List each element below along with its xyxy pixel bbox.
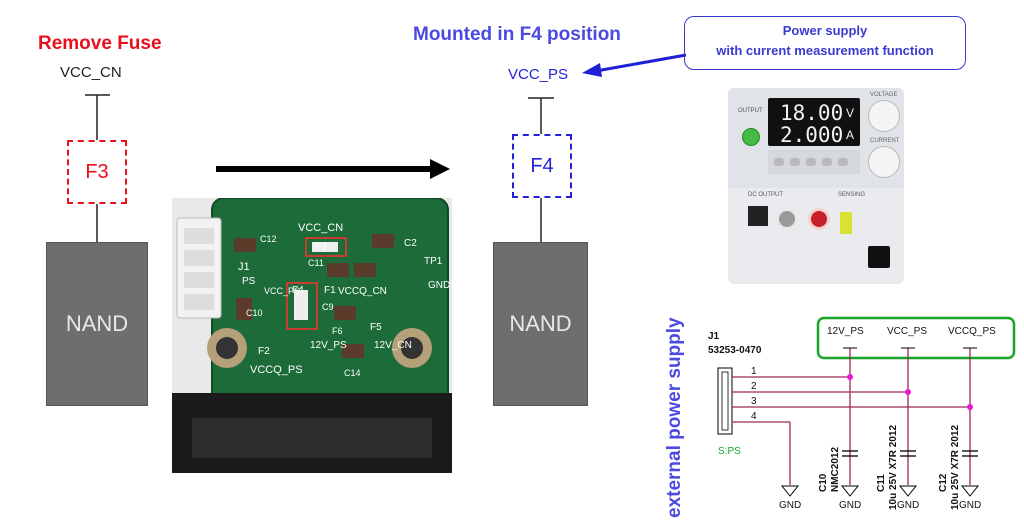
connector-ref: J1 (708, 331, 720, 342)
pin-3-label: 3 (751, 396, 757, 407)
ps-key-2[interactable] (790, 158, 800, 166)
ps-voltage-knob-label: VOLTAGE (870, 92, 898, 98)
pcb-label-12v-cn: 12V_CN (374, 340, 412, 351)
pcb-label-f6: F6 (332, 326, 343, 336)
f3-fuse: F3 (67, 140, 127, 204)
remove-fuse-title: Remove Fuse (38, 33, 162, 54)
mounted-f4-title: Mounted in F4 position (413, 24, 621, 45)
gnd-label-4: GND (959, 500, 982, 511)
callout-line-2: with current measurement function (716, 43, 934, 58)
ps-current-knob[interactable] (868, 146, 900, 178)
pcb-drawing (172, 197, 452, 473)
pcb-label-j1: J1 (238, 261, 250, 273)
pcb-label-f5: F5 (370, 322, 382, 333)
ps-terminal-minus[interactable] (748, 206, 768, 226)
pcb-label-c11: C11 (308, 258, 324, 268)
ps-button-row (768, 150, 860, 174)
external-power-supply-label: external power supply (664, 317, 685, 518)
ps-sense-connector[interactable] (840, 212, 852, 234)
pcb-label-c14: C14 (344, 368, 361, 378)
cap-c10-value: NMC2012 (830, 446, 841, 492)
pcb-label-vccq-cn: VCCQ_CN (338, 286, 387, 297)
pcb-label-ps: PS (242, 276, 256, 287)
pcb-label-c9: C9 (322, 302, 334, 312)
ps-output-button[interactable] (742, 128, 760, 146)
ps-key-4[interactable] (822, 158, 832, 166)
gnd-label-2: GND (839, 500, 862, 511)
ps-dc-output-label: DC OUTPUT (748, 192, 783, 198)
pcb-label-tp1: TP1 (424, 256, 443, 267)
cap-c11-value: 10u 25V X7R 2012 (888, 424, 899, 510)
gnd-label-1: GND (779, 500, 802, 511)
cap-c11-ref: C11 (876, 474, 887, 492)
ps-key-3[interactable] (806, 158, 816, 166)
power-supply-photo: OUTPUT 18.00 V 2.000 A VOLTAGE CURRENT D… (728, 88, 904, 284)
left-nand-chip: NAND (46, 242, 148, 406)
ps-output-label: OUTPUT (738, 108, 763, 114)
net-vccq-ps: VCCQ_PS (948, 326, 996, 337)
pcb-label-gnd: GND (428, 280, 451, 291)
cap-c12-ref: C12 (938, 473, 949, 492)
ps-voltage-unit: V (846, 106, 855, 120)
ps-terminal-plus[interactable] (808, 208, 830, 230)
pcb-label-f4: F4 (292, 285, 304, 296)
ps-key-5[interactable] (838, 158, 848, 166)
pcb-label-f1: F1 (324, 285, 336, 296)
ps-voltage-readout: 18.00 (780, 101, 844, 125)
pcb-label-c10: C10 (246, 308, 263, 318)
ps-display: 18.00 V 2.000 A (768, 98, 860, 147)
pcb-label-c12: C12 (260, 234, 277, 244)
schematic-drawing (717, 316, 1016, 497)
pcb-label-vcc-cn: VCC_CN (298, 222, 344, 234)
ps-terminal-gnd[interactable] (776, 208, 798, 230)
connector-part: 53253-0470 (708, 345, 762, 356)
pcb-label-c2: C2 (404, 238, 417, 249)
pin-1-label: 1 (751, 366, 757, 377)
ps-current-unit: A (846, 128, 855, 142)
callout-line-1: Power supply (782, 23, 868, 38)
ps-key-1[interactable] (774, 158, 784, 166)
pcb-label-12v-ps: 12V_PS (310, 340, 347, 351)
cap-c12-value: 10u 25V X7R 2012 (950, 424, 961, 510)
ps-voltage-knob[interactable] (868, 100, 900, 132)
power-supply-callout: Power supply with current measurement fu… (684, 16, 966, 70)
vcc-cn-net-label: VCC_CN (60, 64, 122, 81)
pcb-label-f2: F2 (258, 346, 270, 357)
ps-sensing-label: SENSING (838, 192, 866, 198)
pcb-label-vccq-ps: VCCQ_PS (250, 364, 303, 376)
ps-current-readout: 2.000 (780, 123, 844, 147)
connector-sub: S:PS (718, 446, 741, 457)
cap-c10-ref: C10 (818, 473, 829, 492)
gnd-label-3: GND (897, 500, 920, 511)
right-nand-chip: NAND (493, 242, 588, 406)
pcb-label-f3: F3 (315, 242, 327, 253)
vcc-ps-net-label: VCC_PS (508, 66, 569, 83)
pin-2-label: 2 (751, 381, 757, 392)
ps-power-switch[interactable] (868, 246, 890, 268)
ps-current-knob-label: CURRENT (870, 138, 900, 144)
f4-fuse: F4 (512, 134, 572, 198)
pcb-label-vcc-ps: VCC_PS (264, 286, 301, 296)
pin-4-label: 4 (751, 411, 757, 422)
net-vcc-ps: VCC_PS (887, 326, 928, 337)
net-12v-ps: 12V_PS (827, 326, 864, 337)
pcb-photo: VCC_CN F3 C2 C12 C11 J1 TP1 PS F4 F1 VCC… (172, 197, 452, 473)
